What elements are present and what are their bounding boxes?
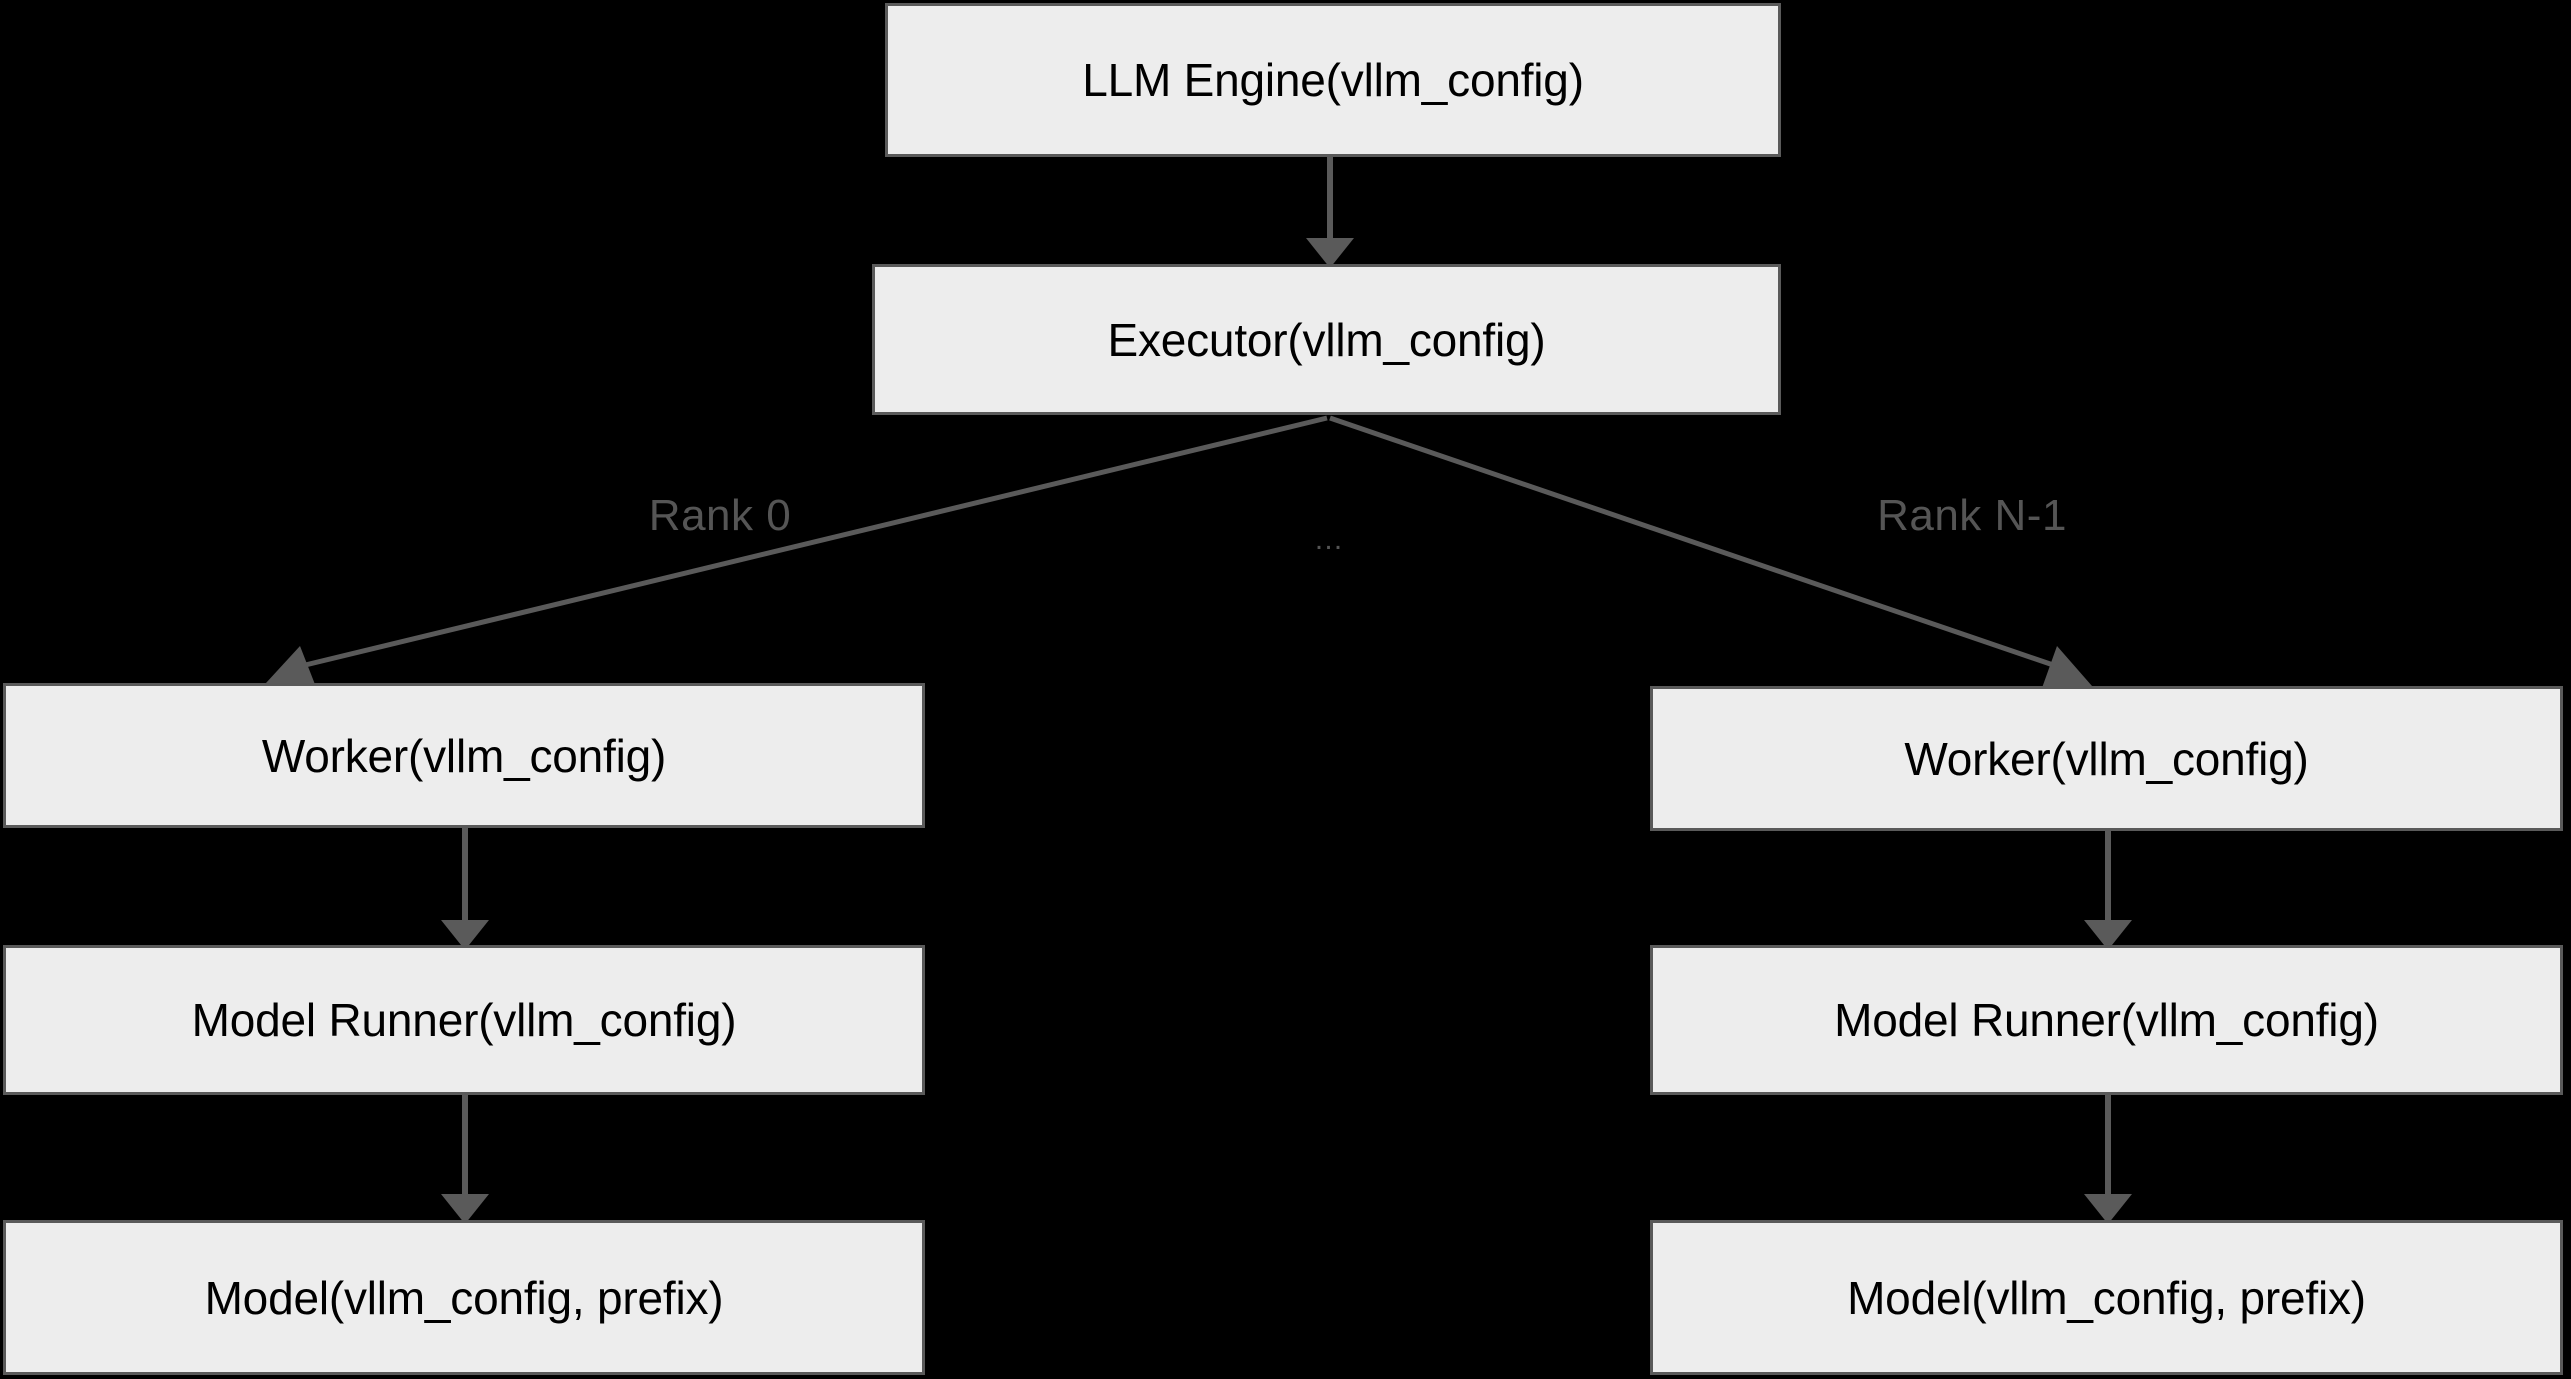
node-model-runner-rankn-label: Model Runner(vllm_config)	[1834, 994, 2379, 1046]
edge-workern-to-runnern	[2084, 831, 2132, 950]
node-model-rank0[interactable]: Model(vllm_config, prefix)	[3, 1220, 925, 1375]
node-executor-label: Executor(vllm_config)	[1107, 313, 1546, 366]
node-worker-rankn-label: Worker(vllm_config)	[1904, 732, 2309, 785]
node-llm-engine[interactable]: LLM Engine(vllm_config)	[885, 3, 1781, 157]
edge-llm-engine-to-executor	[1306, 157, 1354, 268]
node-model-runner-rankn[interactable]: Model Runner(vllm_config)	[1650, 945, 2563, 1095]
edge-worker0-to-runner0	[441, 828, 489, 950]
edge-executor-to-worker-rank0	[266, 415, 1328, 687]
node-model-runner-rank0-label: Model Runner(vllm_config)	[191, 994, 737, 1046]
node-model-rankn[interactable]: Model(vllm_config, prefix)	[1650, 1220, 2563, 1375]
node-worker-rank0-label: Worker(vllm_config)	[261, 729, 667, 782]
edge-executor-to-worker-rankn	[1329, 415, 2092, 688]
node-model-runner-rank0[interactable]: Model Runner(vllm_config)	[3, 945, 925, 1095]
edge-label-rank-0: Rank 0	[648, 491, 792, 540]
edge-runnern-to-modeln	[2084, 1095, 2132, 1224]
node-llm-engine-label: LLM Engine(vllm_config)	[1082, 54, 1584, 106]
node-executor[interactable]: Executor(vllm_config)	[872, 264, 1781, 415]
node-model-rankn-label: Model(vllm_config, prefix)	[1847, 1271, 2366, 1324]
node-worker-rankn[interactable]: Worker(vllm_config)	[1650, 686, 2563, 831]
edge-runner0-to-model0	[441, 1095, 489, 1224]
edge-label-ellipsis: …	[1313, 523, 1345, 556]
node-model-rank0-label: Model(vllm_config, prefix)	[204, 1271, 724, 1324]
node-worker-rank0[interactable]: Worker(vllm_config)	[3, 683, 925, 828]
edge-label-rank-n-minus-1: Rank N-1	[1877, 491, 2067, 540]
